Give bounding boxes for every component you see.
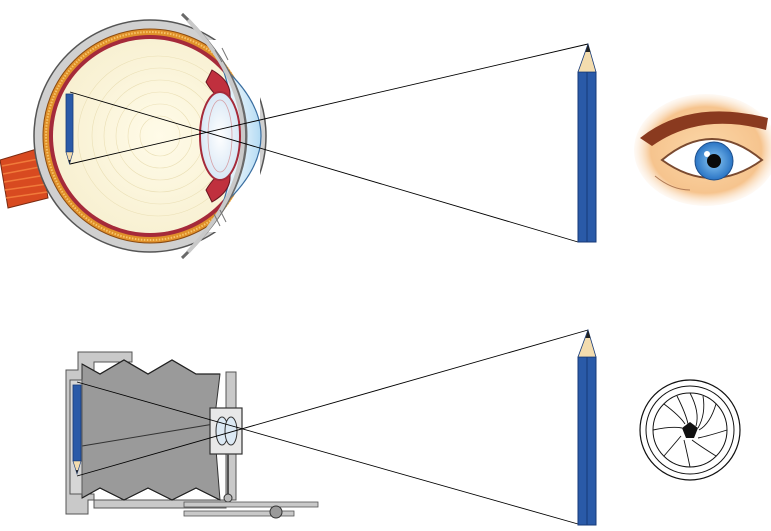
- pencil-object-eye: [577, 42, 597, 243]
- vitreous-body: [53, 39, 247, 233]
- inverted-pencil-image-eye: [65, 93, 74, 166]
- pupil: [707, 154, 721, 168]
- tripod-rail: [183, 454, 319, 519]
- eye-panel: [0, 12, 267, 260]
- optic-nerve: [0, 147, 49, 209]
- inverted-pencil-image-camera: [72, 384, 82, 476]
- pencil-object-camera: [577, 328, 597, 526]
- bellows: [81, 359, 221, 501]
- camera-rays: [76, 329, 589, 525]
- eye-external-view: [634, 94, 771, 206]
- eyebrow: [640, 111, 768, 146]
- aperture-diaphragm: [639, 379, 741, 481]
- eye-rays: [69, 43, 589, 243]
- camera-panel: [65, 351, 319, 519]
